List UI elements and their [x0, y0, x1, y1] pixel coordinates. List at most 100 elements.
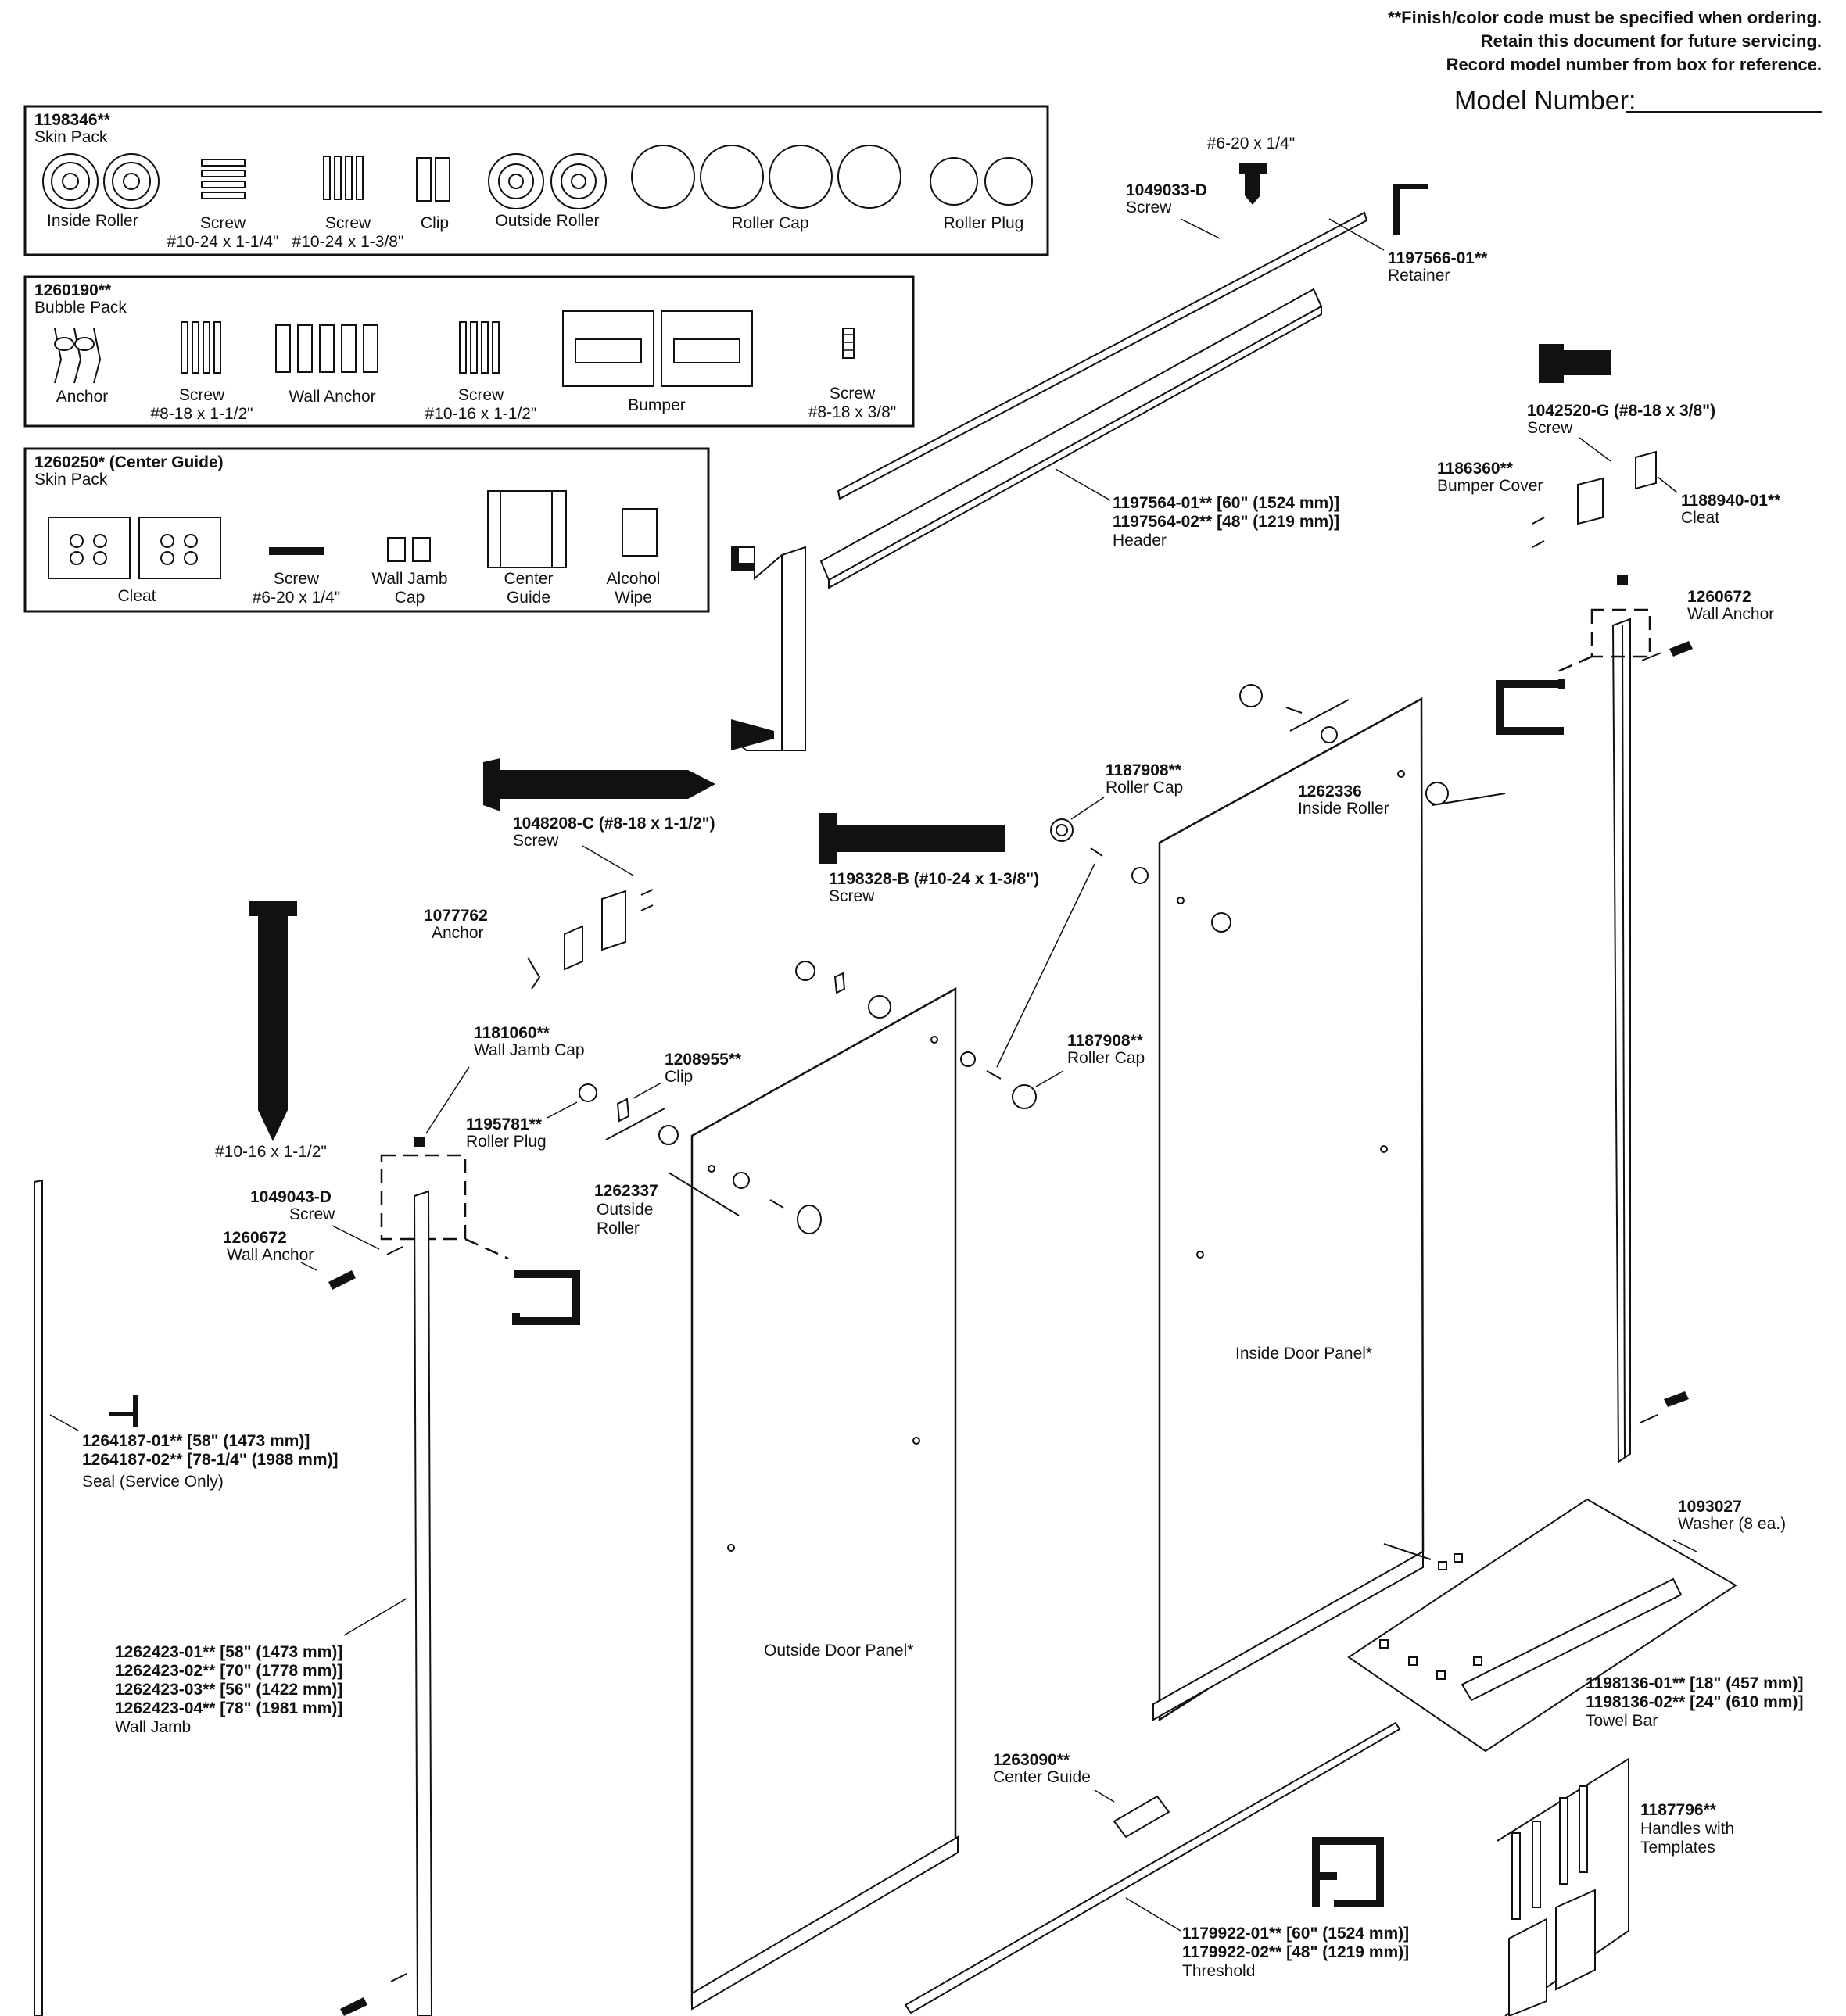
outside-roller-icon — [488, 153, 607, 209]
wall-anchor-icon — [275, 324, 378, 373]
screw-icon — [819, 813, 1005, 864]
skin-pack-2-title: Skin Pack — [34, 471, 108, 489]
label-screw-size: #6-20 x 1/4" — [253, 589, 341, 607]
wall-jamb-cap-icon — [387, 537, 431, 562]
callout-1179922-part-2: 1179922-02** [48" (1219 mm)] — [1182, 1943, 1409, 1961]
callout-1197566-name: Retainer — [1388, 267, 1450, 285]
screw-1198328: 1198328-B (#10-24 x 1-3/8") Screw — [819, 813, 1039, 905]
callout-1187908-a-name: Roller Cap — [1106, 779, 1183, 797]
callout-1263090-part: 1263090** — [993, 1751, 1070, 1769]
callout-1195781-name: Roller Plug — [466, 1133, 547, 1151]
callout-1181060-name: Wall Jamb Cap — [474, 1041, 585, 1059]
screw-icon — [201, 159, 246, 199]
bubble-pack-1260190: 1260190** Bubble Pack Anchor Screw #8-18… — [23, 275, 915, 428]
label-screw: Screw — [274, 570, 320, 588]
center-guide: 1263090** Center Guide — [993, 1751, 1170, 1839]
callout-1187796-name-2: Templates — [1640, 1839, 1715, 1857]
callout-1197564-part-1: 1197564-01** [60" (1524 mm)] — [1113, 494, 1339, 512]
anchor-icon — [527, 957, 541, 990]
center-guide-icon — [487, 490, 567, 568]
clip-and-plug: 1208955** Clip 1195781** Roller Plug 118… — [466, 863, 1145, 1151]
callout-1262423-name: Wall Jamb — [115, 1718, 191, 1736]
towel-bar-assembly: 1093027 Washer (8 ea.) 1198136-01** [18"… — [1347, 1498, 1803, 1753]
callout-1049033-name: Screw — [1126, 199, 1172, 217]
callout-1187908-b-part: 1187908** — [1067, 1032, 1144, 1050]
callout-1093027-part: 1093027 — [1678, 1498, 1742, 1516]
callout-1187796-name-1: Handles with — [1640, 1820, 1734, 1838]
inside-roller-icon — [42, 153, 160, 209]
callout-1179922-name: Threshold — [1182, 1962, 1255, 1980]
callout-1264187-name: Seal (Service Only) — [82, 1473, 224, 1491]
callout-1262423-part-1: 1262423-01** [58" (1473 mm)] — [115, 1643, 342, 1661]
wall-anchor-icon — [340, 1997, 367, 2016]
big-screw-size-label: #10-16 x 1-1/2" — [215, 1143, 327, 1161]
alcohol-wipe-icon — [622, 508, 658, 557]
callout-1049043-name: Screw — [289, 1205, 335, 1223]
label-screw-a: Screw — [200, 214, 246, 232]
inside-door-panel: Inside Door Panel* 1262336 Inside Roller — [1152, 684, 1506, 1722]
label-center-guide-2: Guide — [507, 589, 550, 607]
screw-icon — [323, 156, 364, 200]
jamb-profile — [514, 1270, 580, 1325]
callout-1187908-a-part: 1187908** — [1106, 761, 1182, 779]
skin-pack-1198346: 1198346** Skin Pack Inside Roller Screw … — [23, 105, 1049, 256]
callout-1042520-name: Screw — [1527, 419, 1573, 437]
bubble-pack-part: 1260190** — [34, 281, 112, 299]
callout-1262337-part: 1262337 — [594, 1182, 658, 1200]
screw-icon — [842, 328, 855, 359]
callout-1181060-part: 1181060** — [474, 1024, 550, 1042]
label-screw-a-size: #10-24 x 1-1/4" — [167, 233, 279, 251]
callout-1262336-part: 1262336 — [1298, 782, 1362, 800]
callout-1197564-name: Header — [1113, 532, 1167, 550]
label-wall-anchor: Wall Anchor — [289, 388, 375, 406]
callout-1093027-name: Washer (8 ea.) — [1678, 1515, 1786, 1533]
detail-callout-box — [1590, 608, 1651, 658]
header-assembly: #6-20 x 1/4" 1049033-D Screw 1197566-01*… — [730, 134, 1488, 751]
right-wall-jamb: 1260672 Wall Anchor — [1496, 575, 1774, 1463]
center-guide-icon — [1113, 1795, 1170, 1839]
bubble-pack-title: Bubble Pack — [34, 299, 127, 317]
callout-1186360-name: Bumper Cover — [1437, 477, 1543, 495]
callout-1197566-part: 1197566-01** — [1388, 249, 1488, 267]
label-cleat: Cleat — [117, 587, 156, 605]
model-number-label: Model Number: — [1454, 86, 1636, 116]
screw-icon — [249, 901, 297, 1141]
callout-1077762-part: 1077762 — [424, 907, 488, 925]
wall-jamb-callout: 1262423-01** [58" (1473 mm)] 1262423-02*… — [115, 1598, 407, 1736]
bubble-pack-frame — [23, 275, 915, 428]
label-bumper: Bumper — [628, 396, 686, 414]
seal-service-only: 1264187-01** [58" (1473 mm)] 1264187-02*… — [34, 1179, 339, 2016]
label-screw-a-size: #8-18 x 1-1/2" — [150, 405, 253, 423]
callout-1260672-l-name: Wall Anchor — [227, 1246, 314, 1264]
wall-jamb-rail — [413, 1190, 433, 2016]
label-screw-b-size: #10-24 x 1-3/8" — [292, 233, 404, 251]
label-screw-b-size: #10-16 x 1-1/2" — [425, 405, 537, 423]
threshold-rail — [904, 1721, 1401, 2014]
screw-icon — [483, 758, 715, 811]
ordering-notes: **Finish/color code must be specified wh… — [1388, 8, 1822, 116]
outside-door-panel-label: Outside Door Panel* — [764, 1642, 913, 1660]
label-alcohol-wipe-2: Wipe — [615, 589, 652, 607]
anchor-icon — [54, 328, 102, 384]
roller-plug-icon — [930, 157, 1033, 206]
threshold: 1179922-01** [60" (1524 mm)] 1179922-02*… — [904, 1721, 1409, 2014]
label-screw-b: Screw — [458, 386, 504, 404]
callout-1262337-name-1: Outside — [597, 1201, 653, 1219]
callout-1263090-name: Center Guide — [993, 1768, 1091, 1786]
screw-icon — [269, 547, 324, 555]
label-screw-c: Screw — [830, 385, 876, 403]
label-screw-a: Screw — [179, 386, 225, 404]
callout-1048208-part: 1048208-C (#8-18 x 1-1/2") — [513, 815, 715, 833]
retainer-strip — [837, 211, 1368, 500]
clip-icon — [416, 157, 450, 202]
callout-1260672-r-part: 1260672 — [1687, 588, 1751, 606]
label-roller-cap: Roller Cap — [731, 214, 808, 232]
jamb-profile — [1496, 680, 1564, 735]
callout-1208955-name: Clip — [665, 1068, 693, 1086]
callout-1049033-part: 1049033-D — [1126, 181, 1207, 199]
label-alcohol-wipe-1: Alcohol — [607, 570, 661, 588]
bumper-cover-assembly: 1042520-G (#8-18 x 3/8") Screw 1186360**… — [1437, 344, 1781, 548]
callout-1262423-part-3: 1262423-03** [56" (1422 mm)] — [115, 1681, 342, 1699]
callout-1187796-part: 1187796** — [1640, 1801, 1717, 1819]
